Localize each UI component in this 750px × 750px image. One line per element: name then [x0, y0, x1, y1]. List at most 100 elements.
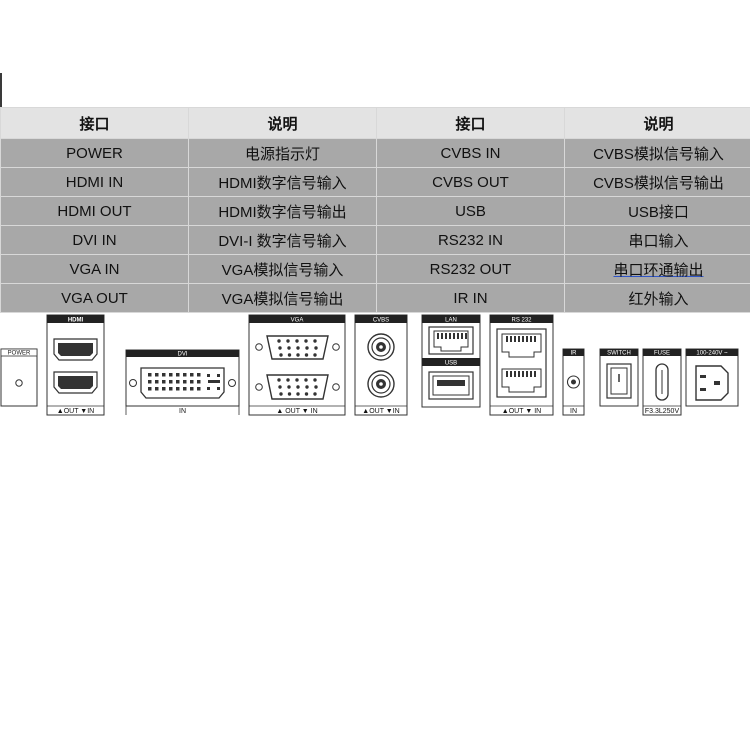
- rs232-ports: RS 232 ▲OUT ▼ IN: [489, 314, 554, 416]
- hdmi-in-port-icon: [53, 371, 98, 394]
- connector-pin: [304, 339, 308, 343]
- table-cell: 红外输入: [564, 283, 750, 313]
- connector-pin: [197, 373, 201, 377]
- connector-pin: [530, 371, 532, 377]
- ir-label: IR: [571, 351, 578, 357]
- connector-pin: [279, 392, 283, 396]
- connector-pin: [217, 374, 220, 377]
- table-row: HDMI OUT HDMI数字信号输出 USB USB接口: [0, 196, 750, 226]
- connector-pin: [190, 387, 194, 391]
- table-cell: 串口输入: [564, 225, 750, 255]
- connector-pin: [534, 371, 536, 377]
- table-cell: HDMI IN: [0, 167, 189, 197]
- connector-pin: [183, 380, 187, 384]
- dvi-direction-label: IN: [179, 408, 186, 415]
- left-edge-line: [0, 73, 2, 107]
- rs232-out-port-icon: [496, 328, 547, 398]
- connector-pin: [314, 385, 318, 389]
- table-cell: CVBS OUT: [376, 167, 565, 197]
- connector-pin: [518, 371, 520, 377]
- table-cell: CVBS IN: [376, 138, 565, 168]
- connector-pin: [183, 373, 187, 377]
- connector-pin: [148, 387, 152, 391]
- connector-pin: [296, 385, 300, 389]
- table-cell: DVI IN: [0, 225, 189, 255]
- table-cell: VGA模拟信号输入: [188, 254, 377, 284]
- table-cell: HDMI数字信号输出: [188, 196, 377, 226]
- connector-pin: [510, 371, 512, 377]
- connector-pin: [313, 353, 317, 357]
- switch-label: SWITCH: [607, 351, 631, 357]
- fuse-label: FUSE: [654, 351, 670, 357]
- table-cell: USB接口: [564, 196, 750, 226]
- rocker-switch-icon: [606, 363, 632, 399]
- ir-jack-icon: [566, 375, 581, 389]
- connector-pin: [279, 353, 283, 357]
- connector-pin: [286, 339, 290, 343]
- ir-port: IR IN: [562, 348, 585, 416]
- vga-out-port-icon: [255, 335, 340, 360]
- lan-label: LAN: [445, 318, 457, 324]
- ac-voltage-label: 100-240V ~: [696, 351, 728, 357]
- connector-pin: [162, 387, 166, 391]
- connector-pin: [176, 387, 180, 391]
- connector-pin: [169, 387, 173, 391]
- connector-pin: [518, 336, 520, 342]
- connector-pin: [148, 373, 152, 377]
- connector-pin: [287, 392, 292, 396]
- connector-pin: [296, 392, 300, 396]
- hdmi-label: HDMI: [68, 318, 84, 324]
- connector-pin: [176, 373, 180, 377]
- fuse-icon: [655, 363, 669, 401]
- connector-pin: [169, 373, 173, 377]
- table-cell: 电源指示灯: [188, 138, 377, 168]
- vga-in-port-icon: [255, 374, 340, 400]
- table-cell: RS232 OUT: [376, 254, 565, 284]
- connector-pin: [445, 333, 447, 339]
- connector-pin: [314, 346, 318, 350]
- connector-pin: [278, 346, 282, 350]
- table-row: VGA IN VGA模拟信号输入 RS232 OUT 串口环通输出: [0, 254, 750, 284]
- dvi-port: DVI IN: [125, 349, 240, 415]
- table-cell: VGA OUT: [0, 283, 189, 313]
- connector-pin: [449, 333, 451, 339]
- connector-pin: [197, 387, 201, 391]
- connector-pin: [304, 392, 309, 396]
- connector-pin: [287, 346, 291, 350]
- connector-pin: [277, 378, 281, 382]
- interface-spec-table: 接口 说明 接口 说明 POWER 电源指示灯 CVBS IN CVBS模拟信号…: [0, 107, 750, 313]
- usb-port-icon: [428, 371, 474, 400]
- lan-port-icon: [428, 326, 474, 355]
- connector-pin: [217, 387, 220, 390]
- connector-pin: [514, 371, 516, 377]
- connector-pin: [526, 371, 528, 377]
- power-led-icon: [15, 379, 23, 387]
- connector-pin: [441, 333, 443, 339]
- table-cell: IR IN: [376, 283, 565, 313]
- power-port: POWER: [0, 348, 38, 407]
- connector-pin: [207, 374, 210, 377]
- ir-direction-label: IN: [570, 408, 577, 415]
- table-cell: HDMI数字信号输入: [188, 167, 377, 197]
- ac-power-inlet: 100-240V ~: [685, 348, 739, 407]
- connector-pin: [176, 380, 180, 384]
- table-cell: POWER: [0, 138, 189, 168]
- connector-pin: [534, 336, 536, 342]
- connector-pin: [506, 371, 508, 377]
- header-interface-1: 接口: [0, 107, 189, 139]
- connector-pin: [514, 336, 516, 342]
- vga-label: VGA: [291, 318, 304, 324]
- rs232-direction-label: ▲OUT ▼ IN: [502, 408, 541, 415]
- vga-ports: VGA ▲ OUT ▼ IN: [248, 314, 346, 416]
- hdmi-direction-label: ▲OUT ▼IN: [57, 408, 94, 415]
- connector-pin: [506, 336, 508, 342]
- connector-pin: [155, 387, 159, 391]
- table-cell: HDMI OUT: [0, 196, 189, 226]
- connector-pin: [457, 333, 459, 339]
- table-cell: 串口环通输出: [564, 254, 750, 284]
- connector-pin: [313, 339, 317, 343]
- table-cell-text: 串口环通输出: [613, 261, 704, 279]
- connector-pin: [162, 380, 166, 384]
- connector-pin: [437, 333, 439, 339]
- cvbs-out-bnc-icon: [367, 333, 395, 361]
